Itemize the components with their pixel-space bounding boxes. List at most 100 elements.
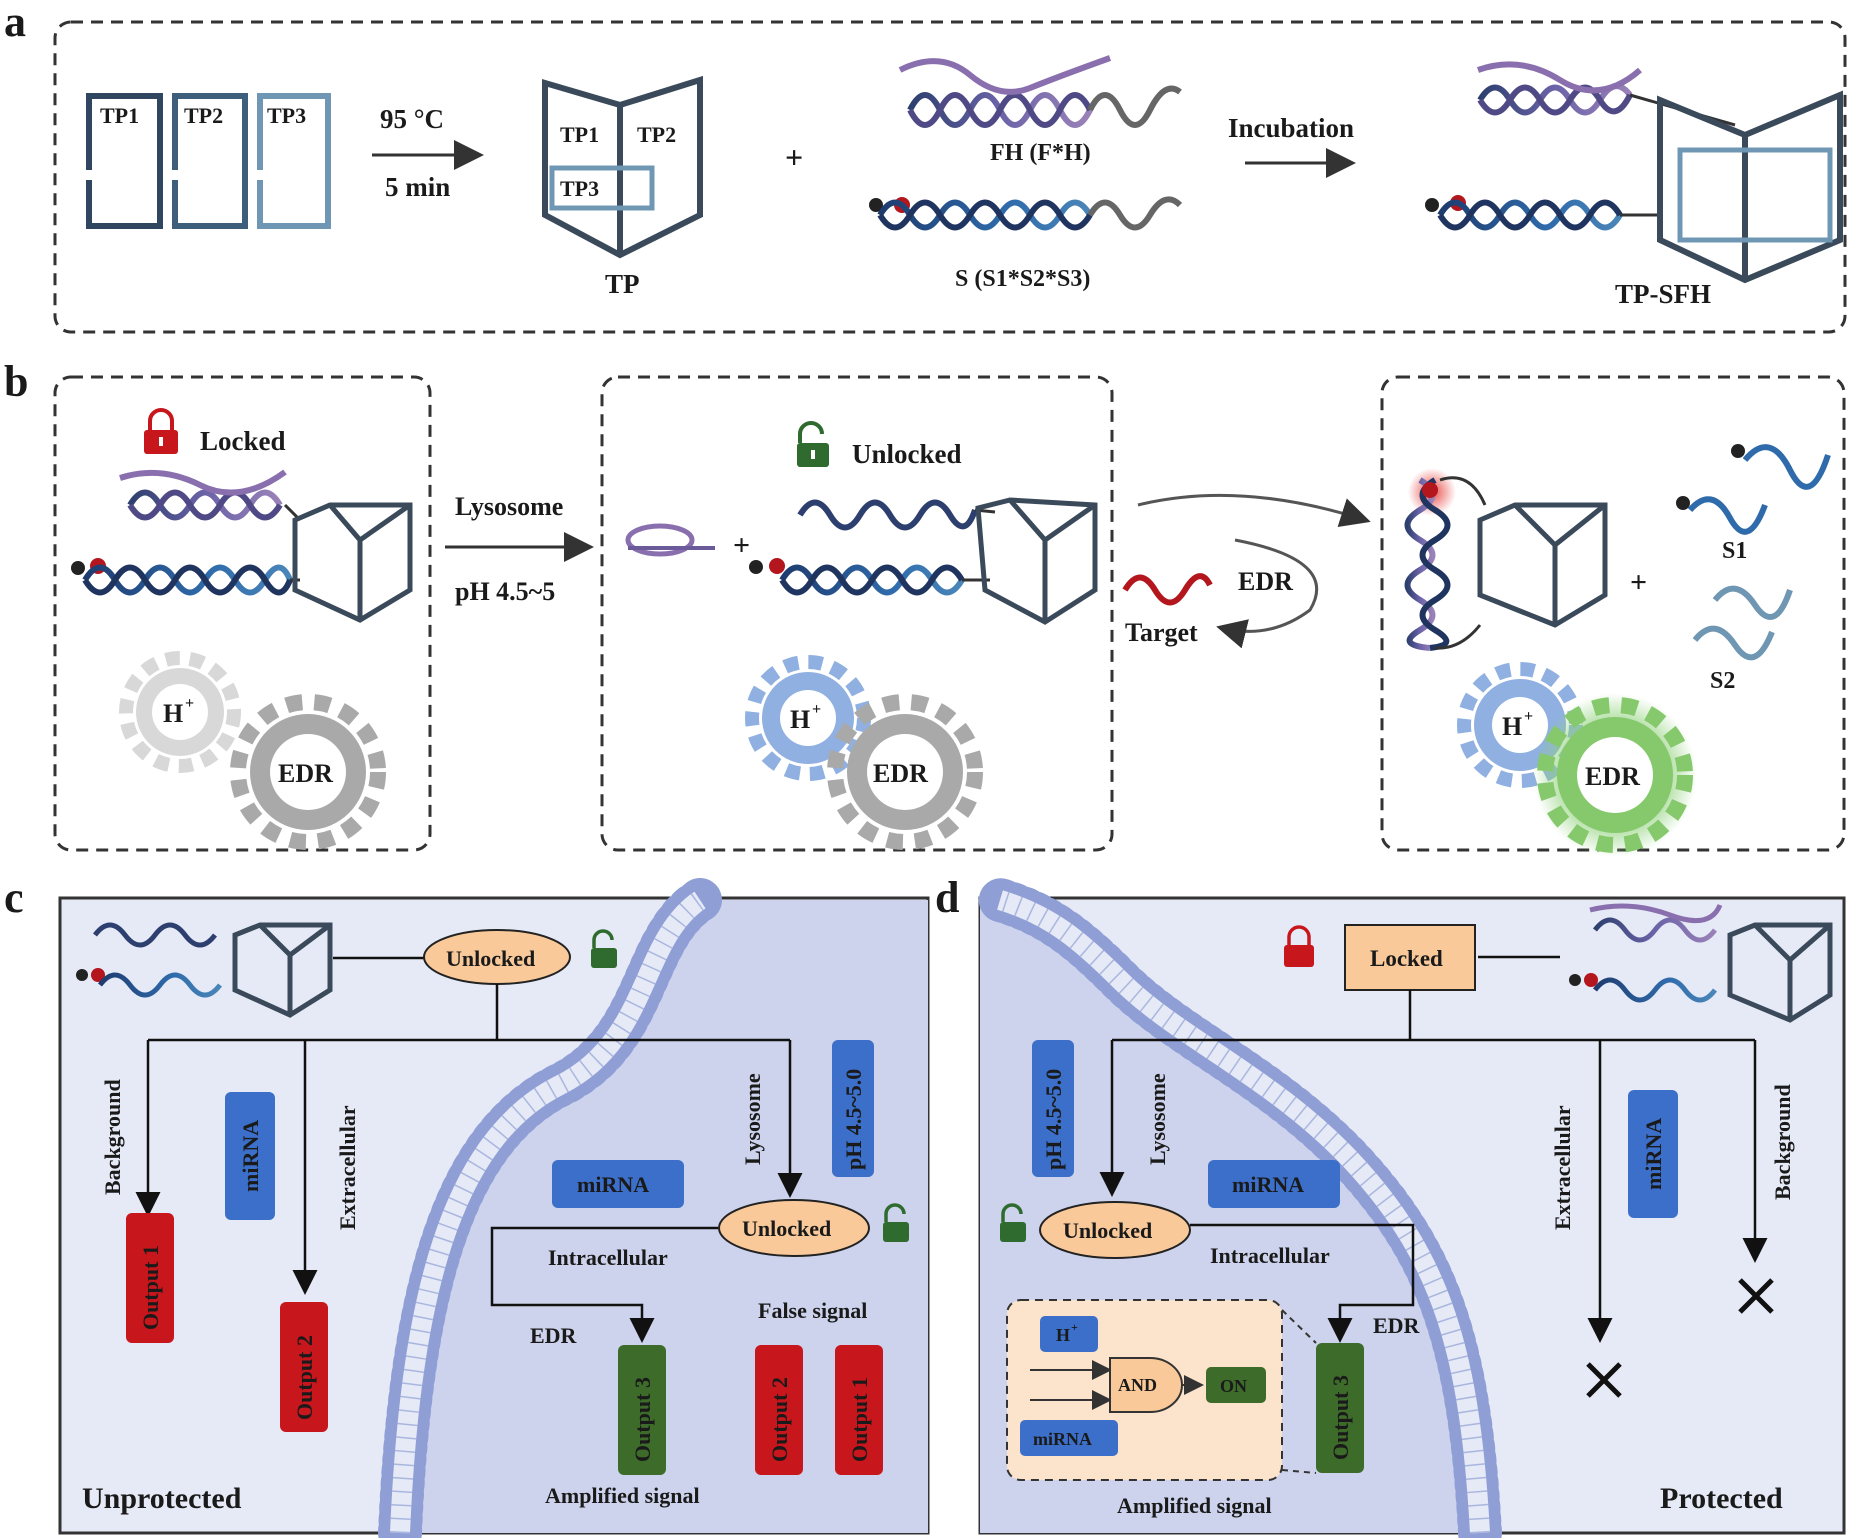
mirna-d2-label: miRNA xyxy=(1641,1118,1666,1190)
protected-label: Protected xyxy=(1660,1482,1783,1515)
logic-gate-inset: H + miRNA AND ON xyxy=(1006,1299,1317,1481)
probe-c xyxy=(76,922,333,1018)
target-label: Target xyxy=(1125,618,1198,647)
unlocked-probe xyxy=(749,497,1098,625)
svg-text:H: H xyxy=(163,699,183,728)
mirna-box-d1 xyxy=(1208,1160,1340,1208)
temp-label: 95 °C xyxy=(380,104,444,134)
output1-label: Output 1 xyxy=(138,1245,163,1330)
svg-text:+: + xyxy=(812,701,821,718)
tpsfh-label: TP-SFH xyxy=(1615,279,1711,309)
edr-gear-active: EDR xyxy=(1533,693,1697,857)
panel-letter-d: d xyxy=(935,873,959,922)
unprotected-label: Unprotected xyxy=(82,1482,242,1515)
s-helix xyxy=(869,196,1183,231)
tp-strands: TP1 TP2 TP3 xyxy=(86,93,331,229)
output2b-box xyxy=(755,1345,803,1475)
false-signal-label: False signal xyxy=(758,1298,867,1323)
hplus-d-label: H xyxy=(1056,1325,1070,1345)
hairpin-released xyxy=(625,523,715,557)
output3-box-c xyxy=(618,1345,666,1475)
amplified-label-d: Amplified signal xyxy=(1117,1493,1272,1518)
tp-label: TP xyxy=(605,269,640,299)
hplus-d-sup: + xyxy=(1071,1320,1078,1334)
unlock-icon xyxy=(797,421,829,467)
unlock-icon-c1 xyxy=(591,929,617,968)
tp-tp2: TP2 xyxy=(637,122,676,147)
mirna-d1-label: miRNA xyxy=(1232,1172,1304,1197)
background-label-c: Background xyxy=(100,1079,125,1195)
edr-label-d: EDR xyxy=(1373,1313,1421,1338)
tp1-label: TP1 xyxy=(100,103,139,128)
ph-box-d xyxy=(1032,1040,1074,1177)
and-label: AND xyxy=(1118,1375,1157,1395)
cross-icon-1 xyxy=(1586,1362,1622,1398)
unlocked-node-c2-label: Unlocked xyxy=(742,1216,831,1241)
locked-node-d-label: Locked xyxy=(1370,946,1443,971)
hplus-gear-active: H + xyxy=(745,655,871,781)
output1b-box xyxy=(835,1345,883,1475)
edr-cycle-label: EDR xyxy=(1238,567,1293,596)
edr-gear-inactive: EDR xyxy=(230,694,386,850)
extracellular-label-d: Extracellular xyxy=(1550,1105,1575,1230)
svg-text:EDR: EDR xyxy=(1585,762,1640,791)
lysosome-label-c: Lysosome xyxy=(740,1073,765,1165)
svg-text:EDR: EDR xyxy=(278,759,333,788)
s1-strand xyxy=(1676,444,1831,535)
fh-helix xyxy=(898,55,1182,128)
unlocked-node-d xyxy=(1039,1201,1191,1259)
svg-text:H: H xyxy=(790,705,810,734)
fh-label: FH (F*H) xyxy=(990,140,1091,166)
tp3-label: TP3 xyxy=(267,103,306,128)
target-strand xyxy=(1122,573,1213,606)
unlocked-node-d-label: Unlocked xyxy=(1063,1218,1152,1243)
background-label-d: Background xyxy=(1770,1084,1795,1200)
mirna-c2-label: miRNA xyxy=(577,1172,649,1197)
cross-icon-2 xyxy=(1738,1278,1774,1314)
s-label: S (S1*S2*S3) xyxy=(955,266,1090,292)
tp2-label: TP2 xyxy=(184,103,223,128)
panel-b2-frame xyxy=(600,375,1114,852)
lock-icon xyxy=(144,408,178,454)
lysosome-label-d: Lysosome xyxy=(1145,1073,1170,1165)
c-edr-arrow xyxy=(490,1226,718,1343)
on-label: ON xyxy=(1220,1376,1247,1396)
plus-b1: + xyxy=(733,529,750,562)
d-edr-arrow xyxy=(1190,1223,1415,1343)
mirna-box-d2 xyxy=(1628,1090,1678,1218)
intracellular-label-d: Intracellular xyxy=(1210,1243,1330,1268)
unlocked-node-c-label: Unlocked xyxy=(446,946,535,971)
s2-strand xyxy=(1692,585,1793,661)
hairpin-product xyxy=(1404,476,1608,651)
output1-box xyxy=(126,1213,174,1343)
s1-label: S1 xyxy=(1722,538,1747,564)
svg-text:H: H xyxy=(1502,712,1522,741)
output3-d-label: Output 3 xyxy=(1328,1375,1353,1460)
plus-a: + xyxy=(785,139,803,175)
lysosome-label-b: Lysosome xyxy=(455,492,563,521)
locked-node-d xyxy=(1344,924,1476,991)
edr-gear-inactive-2: EDR xyxy=(827,694,983,850)
unlock-icon-c2 xyxy=(883,1203,909,1242)
panel-letter-a: a xyxy=(4,0,26,46)
mirna-c1-label: miRNA xyxy=(238,1120,263,1192)
edr-return-arrow xyxy=(1216,538,1319,649)
tp-tp3: TP3 xyxy=(560,176,599,201)
unlock-icon-d xyxy=(1000,1203,1026,1242)
mirna-box-c1 xyxy=(225,1092,275,1220)
ph-box-c xyxy=(832,1040,874,1177)
panel-a-frame xyxy=(53,20,1847,334)
mirna-box-c2 xyxy=(552,1160,684,1208)
edr-label-c: EDR xyxy=(530,1323,578,1348)
amplified-label-c: Amplified signal xyxy=(545,1483,700,1508)
locked-label: Locked xyxy=(200,426,286,456)
extracellular-label-c: Extracellular xyxy=(335,1105,360,1230)
unlocked-label-b: Unlocked xyxy=(852,439,962,469)
panel-letter-c: c xyxy=(4,873,24,922)
tp-prism: TP1 TP2 TP3 xyxy=(542,75,703,259)
plus-b2: + xyxy=(1630,566,1647,599)
ph-d-label: pH 4.5~5.0 xyxy=(1041,1069,1066,1170)
output2b-label: Output 2 xyxy=(767,1377,792,1462)
svg-text:EDR: EDR xyxy=(873,759,928,788)
